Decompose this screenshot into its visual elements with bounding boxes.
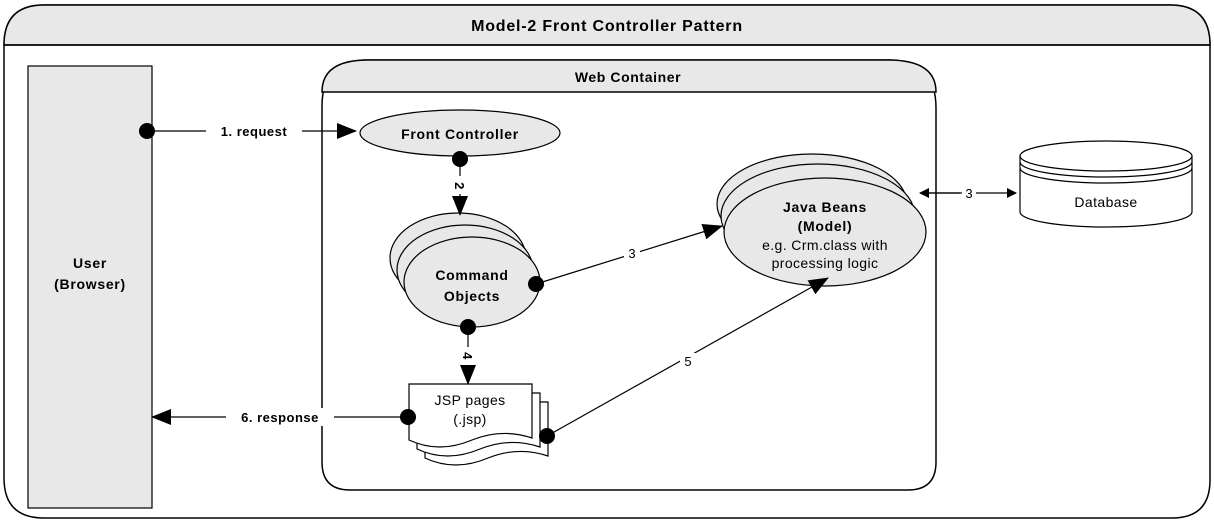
front-controller-label: Front Controller: [401, 126, 519, 142]
arrow-response: [151, 408, 416, 426]
request-label: 1. request: [221, 124, 288, 139]
user-browser-box: [27, 65, 153, 509]
jsp-ext-label: (.jsp): [453, 411, 487, 427]
java-beans-label: Java Beans: [783, 199, 867, 215]
user-label: User: [73, 255, 107, 271]
java-beans-stack: [716, 153, 927, 287]
jsp-pages-stack: [408, 383, 549, 466]
page-title: Model-2 Front Controller Pattern: [471, 18, 743, 35]
crm-class-label: e.g. Crm.class with: [762, 237, 888, 253]
arrow-request: [139, 122, 357, 140]
arrow-step-5: [539, 277, 829, 444]
jsp-pages-label: JSP pages: [434, 392, 505, 408]
browser-label: (Browser): [54, 276, 126, 292]
step-3-beans-label: 3: [628, 246, 635, 261]
arrow-step-3-beans: [528, 224, 723, 292]
step-5-label: 5: [684, 354, 691, 369]
response-label: 6. response: [241, 410, 319, 425]
processing-logic-label: processing logic: [772, 255, 879, 271]
command-objects-stack: [389, 212, 541, 328]
arrow-step-4: [459, 319, 477, 385]
model-label: (Model): [798, 218, 853, 234]
step-4-label: 4: [460, 352, 475, 360]
command-label: Command: [435, 267, 508, 283]
step-2-label: 2: [452, 182, 467, 190]
arrow-step-2: [451, 151, 469, 216]
web-container-label: Web Container: [575, 69, 681, 85]
step-3-db-label: 3: [965, 186, 972, 201]
arrow-step-3-db: [919, 184, 1017, 201]
database-label: Database: [1074, 194, 1137, 210]
objects-label: Objects: [444, 288, 500, 304]
database-cylinder: [1019, 140, 1193, 228]
